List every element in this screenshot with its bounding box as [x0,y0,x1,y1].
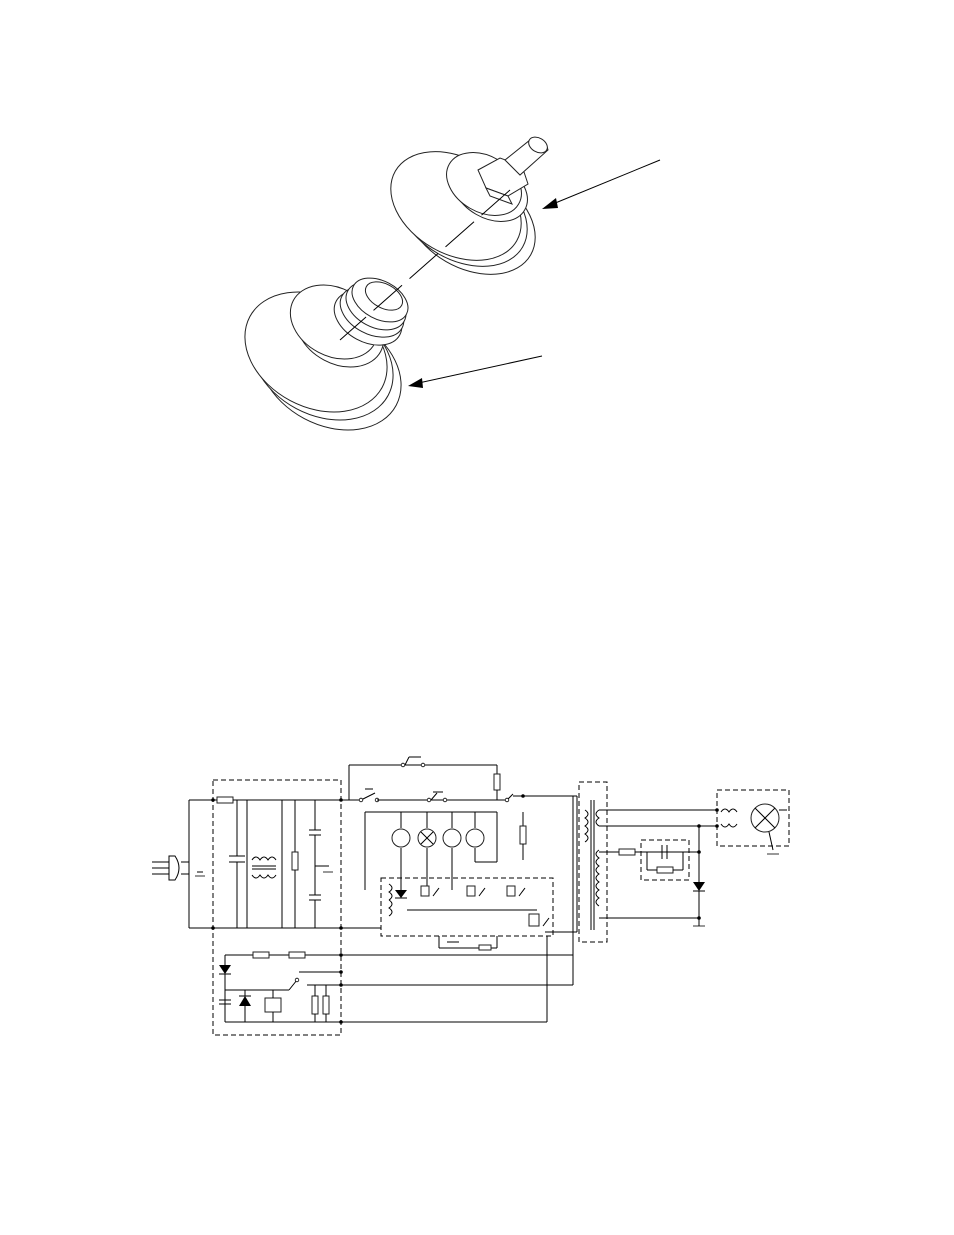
filter-module-box [213,780,341,1035]
low-voltage-supply [219,952,573,1022]
junction-dots [211,794,719,1024]
leader-arrow-lower [408,356,542,388]
ac-distribution [341,757,577,928]
hv-transformer [545,796,717,932]
schematic-drawing [0,740,954,1050]
hv-capacitor-box [641,840,689,880]
circuit-schematic-figure [0,740,954,1050]
control-board [389,884,549,950]
leader-arrow-upper [542,160,660,209]
hv-rectifier [619,826,705,926]
upper-component [371,129,554,296]
line-filter [189,797,341,928]
assembly-drawing [0,120,954,440]
mains-plug-icon [152,800,205,928]
exploded-assembly-figure [0,120,954,440]
